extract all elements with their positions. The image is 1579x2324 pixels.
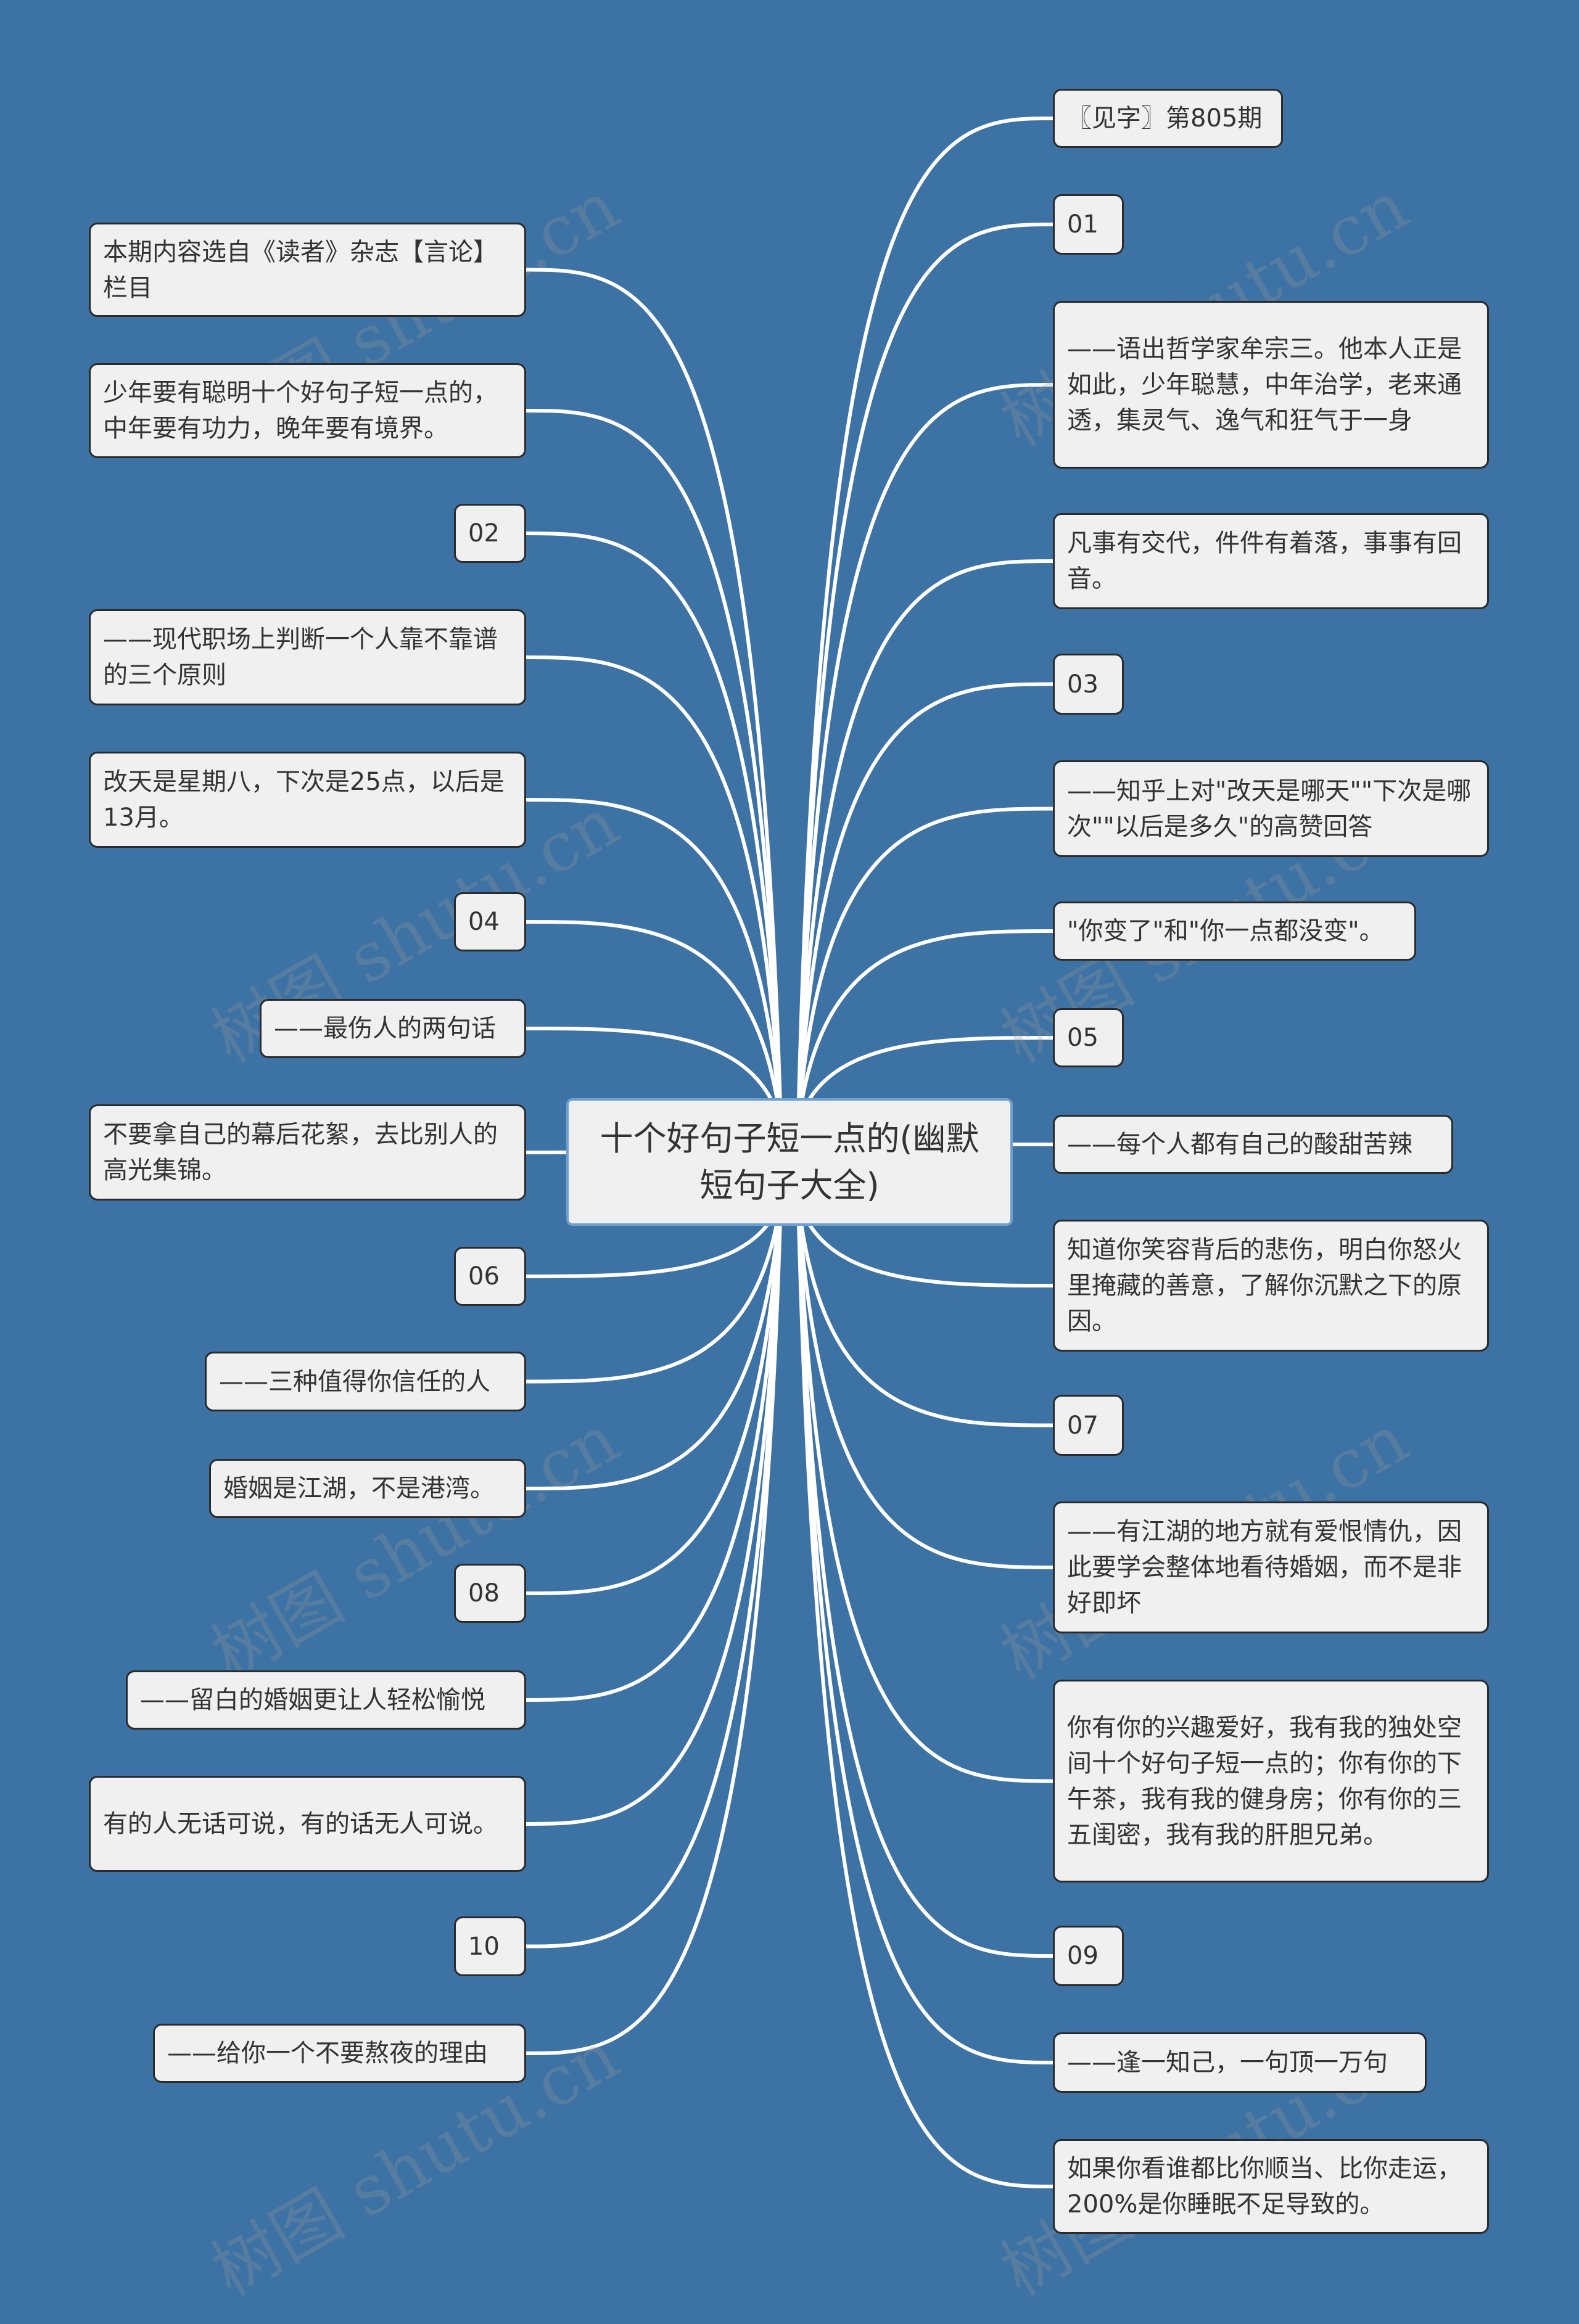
- topic-node[interactable]: 06: [454, 1247, 526, 1306]
- central-topic-label: 十个好句子短一点的(幽默短句子大全): [600, 1119, 979, 1205]
- topic-label: 02: [468, 519, 500, 548]
- topic-node[interactable]: 01: [1053, 194, 1124, 255]
- topic-node[interactable]: ——三种值得你信任的人: [205, 1352, 526, 1411]
- topic-node[interactable]: 如果你看谁都比你顺当、比你走运，200%是你睡眠不足导致的。: [1053, 2139, 1489, 2234]
- topic-label: 少年要有聪明十个好句子短一点的，中年要有功力，晚年要有境界。: [103, 379, 498, 443]
- topic-label: ——三种值得你信任的人: [219, 1367, 490, 1396]
- topic-label: 09: [1067, 1942, 1099, 1970]
- connector-line: [796, 1199, 1053, 1427]
- topic-label: 〖见字〗第805期: [1067, 104, 1263, 133]
- topic-node[interactable]: 少年要有聪明十个好句子短一点的，中年要有功力，晚年要有境界。: [89, 363, 526, 458]
- connector-line: [526, 1027, 783, 1126]
- topic-node[interactable]: 改天是星期八，下次是25点，以后是13月。: [89, 752, 526, 848]
- topic-node[interactable]: 有的人无话可说，有的话无人可说。: [89, 1776, 526, 1872]
- topic-node[interactable]: 本期内容选自《读者》杂志【言论】栏目: [89, 223, 526, 317]
- topic-label: 不要拿自己的幕后花絮，去比别人的高光集锦。: [103, 1120, 498, 1185]
- connector-line: [796, 223, 1053, 1125]
- topic-label: 01: [1067, 210, 1099, 239]
- topic-label: ——最伤人的两句话: [274, 1014, 496, 1043]
- topic-node[interactable]: 10: [454, 1916, 526, 1976]
- central-topic[interactable]: 十个好句子短一点的(幽默短句子大全): [566, 1098, 1013, 1226]
- topic-label: 婚姻是江湖，不是港湾。: [223, 1474, 495, 1503]
- connector-line: [796, 1199, 1053, 1783]
- connector-line: [796, 1199, 1053, 1958]
- connector-line: [796, 559, 1053, 1125]
- topic-label: ——现代职场上判断一个人靠不靠谱的三个原则: [103, 625, 498, 689]
- connector-line: [526, 1198, 783, 1278]
- connector-line: [796, 1198, 1053, 1287]
- topic-node[interactable]: 07: [1053, 1395, 1124, 1456]
- topic-node[interactable]: ——语出哲学家牟宗三。他本人正是如此，少年聪慧，中年治学，老来通透，集灵气、逸气…: [1053, 301, 1489, 469]
- connector-line: [526, 655, 783, 1125]
- topic-label: 凡事有交代，件件有着落，事事有回音。: [1067, 529, 1462, 593]
- topic-node[interactable]: 不要拿自己的幕后花絮，去比别人的高光集锦。: [89, 1104, 526, 1201]
- topic-node[interactable]: 05: [1053, 1008, 1124, 1067]
- topic-label: 06: [468, 1262, 500, 1291]
- connector-line: [526, 1199, 783, 1595]
- topic-label: 如果你看谁都比你顺当、比你走运，200%是你睡眠不足导致的。: [1067, 2154, 1462, 2219]
- connector-line: [796, 682, 1053, 1125]
- topic-node[interactable]: 02: [454, 504, 526, 563]
- topic-label: ——给你一个不要熬夜的理由: [167, 2039, 488, 2067]
- connector-line: [526, 409, 783, 1125]
- connector-line: [526, 268, 783, 1125]
- connector-line: [526, 798, 783, 1125]
- topic-label: 08: [468, 1579, 500, 1608]
- topic-label: 你有你的兴趣爱好，我有我的独处空间十个好句子短一点的；你有你的下午茶，我有我的健…: [1067, 1713, 1462, 1849]
- topic-node[interactable]: 凡事有交代，件件有着落，事事有回音。: [1053, 513, 1489, 609]
- topic-node[interactable]: 09: [1053, 1926, 1124, 1986]
- connector-line: [796, 1199, 1053, 2188]
- topic-label: ——留白的婚姻更让人轻松愉悦: [140, 1686, 485, 1714]
- topic-node[interactable]: ——留白的婚姻更让人轻松愉悦: [126, 1670, 526, 1730]
- topic-node[interactable]: 知道你笑容背后的悲伤，明白你怒火里掩藏的善意，了解你沉默之下的原因。: [1053, 1220, 1489, 1352]
- topic-label: 07: [1067, 1411, 1099, 1440]
- topic-node[interactable]: ——知乎上对"改天是哪天""下次是哪次""以后是多久"的高赞回答: [1053, 760, 1489, 857]
- connector-line: [796, 117, 1053, 1125]
- connector-line: [526, 1199, 783, 1948]
- topic-label: "你变了"和"你一点都没变"。: [1067, 917, 1384, 945]
- topic-node[interactable]: ——现代职场上判断一个人靠不靠谱的三个原则: [89, 609, 526, 705]
- topic-node[interactable]: 〖见字〗第805期: [1053, 89, 1283, 148]
- topic-label: ——逢一知己，一句顶一万句: [1067, 2048, 1388, 2077]
- connector-line: [526, 1199, 783, 2055]
- topic-label: 有的人无话可说，有的话无人可说。: [103, 1810, 498, 1838]
- topic-node[interactable]: "你变了"和"你一点都没变"。: [1053, 901, 1416, 961]
- connector-line: [796, 929, 1053, 1125]
- connector-line: [526, 1199, 783, 1384]
- connector-line: [526, 532, 783, 1125]
- connector-line: [796, 383, 1053, 1125]
- topic-node[interactable]: 08: [454, 1564, 526, 1623]
- connector-line: [526, 1199, 783, 1490]
- topic-label: 知道你笑容背后的悲伤，明白你怒火里掩藏的善意，了解你沉默之下的原因。: [1067, 1236, 1462, 1336]
- topic-label: ——有江湖的地方就有爱恨情仇，因此要学会整体地看待婚姻，而不是非好即坏: [1067, 1517, 1462, 1617]
- topic-node[interactable]: 你有你的兴趣爱好，我有我的独处空间十个好句子短一点的；你有你的下午茶，我有我的健…: [1053, 1680, 1489, 1883]
- topic-node[interactable]: ——有江湖的地方就有爱恨情仇，因此要学会整体地看待婚姻，而不是非好即坏: [1053, 1501, 1489, 1633]
- connector-line: [796, 1199, 1053, 1569]
- topic-label: 03: [1067, 670, 1099, 699]
- topic-node[interactable]: ——最伤人的两句话: [260, 999, 526, 1058]
- topic-node[interactable]: ——给你一个不要熬夜的理由: [153, 2024, 526, 2083]
- topic-node[interactable]: ——每个人都有自己的酸甜苦辣: [1053, 1115, 1453, 1174]
- connector-line: [796, 1036, 1053, 1126]
- topic-label: 改天是星期八，下次是25点，以后是13月。: [103, 768, 505, 832]
- connector-line: [526, 1199, 783, 1702]
- topic-node[interactable]: ——逢一知己，一句顶一万句: [1053, 2032, 1427, 2093]
- topic-label: 04: [468, 908, 500, 936]
- topic-label: 本期内容选自《读者》杂志【言论】栏目: [103, 237, 498, 302]
- topic-label: ——每个人都有自己的酸甜苦辣: [1067, 1130, 1412, 1159]
- connector-line: [796, 807, 1053, 1125]
- topic-node[interactable]: 婚姻是江湖，不是港湾。: [209, 1459, 526, 1518]
- connector-line: [526, 920, 783, 1125]
- topic-label: ——语出哲学家牟宗三。他本人正是如此，少年聪慧，中年治学，老来通透，集灵气、逸气…: [1067, 335, 1462, 435]
- topic-label: 10: [468, 1932, 500, 1961]
- connector-line: [526, 1199, 783, 1826]
- connector-line: [796, 1199, 1053, 2064]
- topic-label: 05: [1067, 1024, 1099, 1052]
- topic-node[interactable]: 03: [1053, 654, 1124, 715]
- topic-label: ——知乎上对"改天是哪天""下次是哪次""以后是多久"的高赞回答: [1067, 776, 1472, 841]
- topic-node[interactable]: 04: [454, 892, 526, 951]
